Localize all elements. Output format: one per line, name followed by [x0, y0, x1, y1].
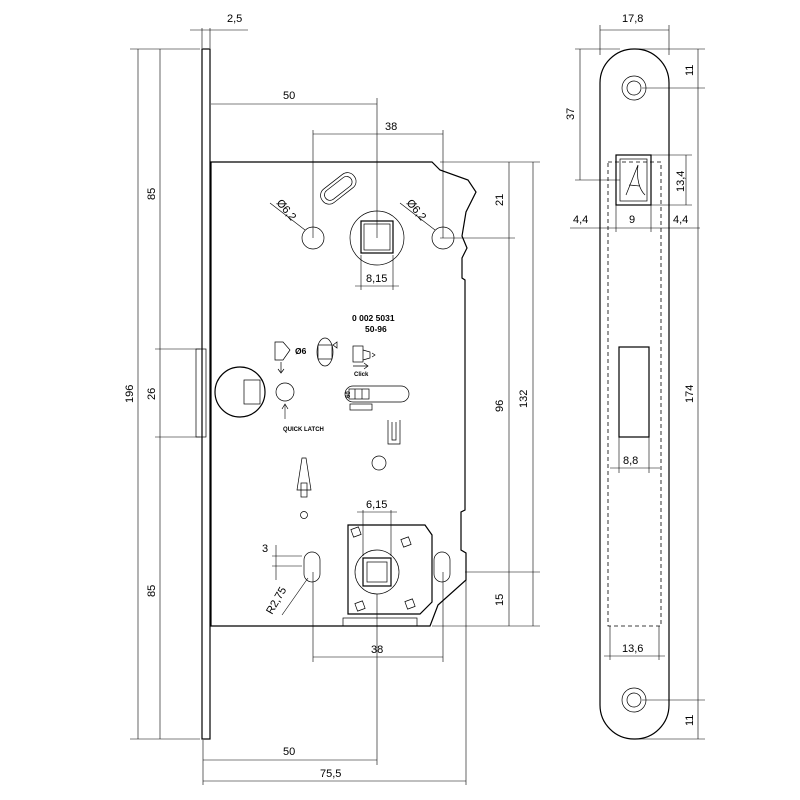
dim-side-85-bottom: 85 — [146, 585, 158, 597]
rotate-icon — [316, 337, 338, 367]
dim-11-bottom: 11 — [684, 715, 696, 726]
dim-13-4: 13,4 — [675, 171, 687, 192]
dim-13-6: 13,6 — [622, 643, 643, 655]
side-view: 2,5 85 196 26 85 — [124, 13, 248, 740]
quick-latch-hole — [214, 366, 295, 419]
svg-text:60: 60 — [346, 391, 352, 398]
click-icon — [352, 345, 376, 370]
dim-21: 21 — [494, 194, 506, 206]
dim-15: 15 — [494, 594, 506, 606]
latch-direction-icon — [274, 341, 291, 374]
click-label: Click — [354, 372, 369, 378]
dim-side-85-top: 85 — [146, 188, 158, 200]
lock-body-outline — [210, 161, 477, 627]
latch-arm — [296, 457, 312, 519]
dim-3: 3 — [262, 543, 268, 555]
dim-75-5: 75,5 — [320, 768, 341, 780]
lock-body: 21 50 38 Ø6,2 Ø6,2 8,15 — [202, 90, 540, 785]
dim-4-4-left: 4,4 — [573, 214, 588, 226]
dim-174: 174 — [684, 385, 696, 403]
latch-window — [615, 154, 652, 206]
radius-label: R2,75 — [264, 585, 289, 616]
slot-left-bottom — [303, 551, 321, 583]
hole-center — [371, 455, 387, 471]
dim-side-26: 26 — [146, 388, 158, 400]
lower-mechanism — [342, 524, 433, 627]
hole-left-top — [301, 226, 325, 250]
dim-96: 96 — [494, 400, 506, 412]
dim-38-top: 38 — [385, 121, 397, 133]
size-code: 50-96 — [365, 324, 387, 334]
part-number: 0 002 5031 — [352, 313, 395, 323]
latch-side-window — [195, 348, 207, 438]
dim-8-15: 8,15 — [366, 273, 387, 285]
dim-132: 132 — [518, 390, 530, 408]
dia-6: Ø6 — [295, 346, 307, 356]
dim-11-top: 11 — [684, 65, 696, 76]
dim-dia-left: Ø6,2 — [274, 197, 299, 223]
dim-faceplate-width: 17,8 — [622, 13, 643, 25]
top-spindle — [349, 210, 405, 266]
dim-dia-right: Ø6,2 — [404, 197, 429, 223]
faceplate-outline — [599, 48, 670, 740]
dim-8-8: 8,8 — [623, 455, 638, 467]
dim-side-top-width: 2,5 — [227, 13, 242, 25]
hole-right-top — [431, 226, 455, 250]
top-slot — [320, 172, 357, 205]
dim-50-top: 50 — [283, 90, 295, 102]
faceplate: 17,8 11 37 13,4 4,4 9 4,4 174 8,8 — [565, 13, 705, 740]
dim-9: 9 — [629, 214, 635, 226]
dim-6-15: 6,15 — [366, 499, 387, 511]
dim-37: 37 — [565, 108, 577, 120]
dim-50-bottom: 50 — [283, 746, 295, 758]
brand-logo-icon — [625, 164, 646, 196]
faceplate-inner-dashed — [607, 161, 662, 627]
bracket — [387, 420, 401, 445]
slot-right-bottom — [433, 551, 451, 583]
quick-latch-label: QUICK LATCH — [283, 427, 324, 433]
deadbolt-slot — [618, 346, 650, 438]
side-plate — [201, 48, 211, 740]
dim-4-4-right: 4,4 — [673, 214, 688, 226]
dim-side-196: 196 — [124, 385, 136, 403]
adjustment-slot: 60 — [344, 385, 410, 411]
